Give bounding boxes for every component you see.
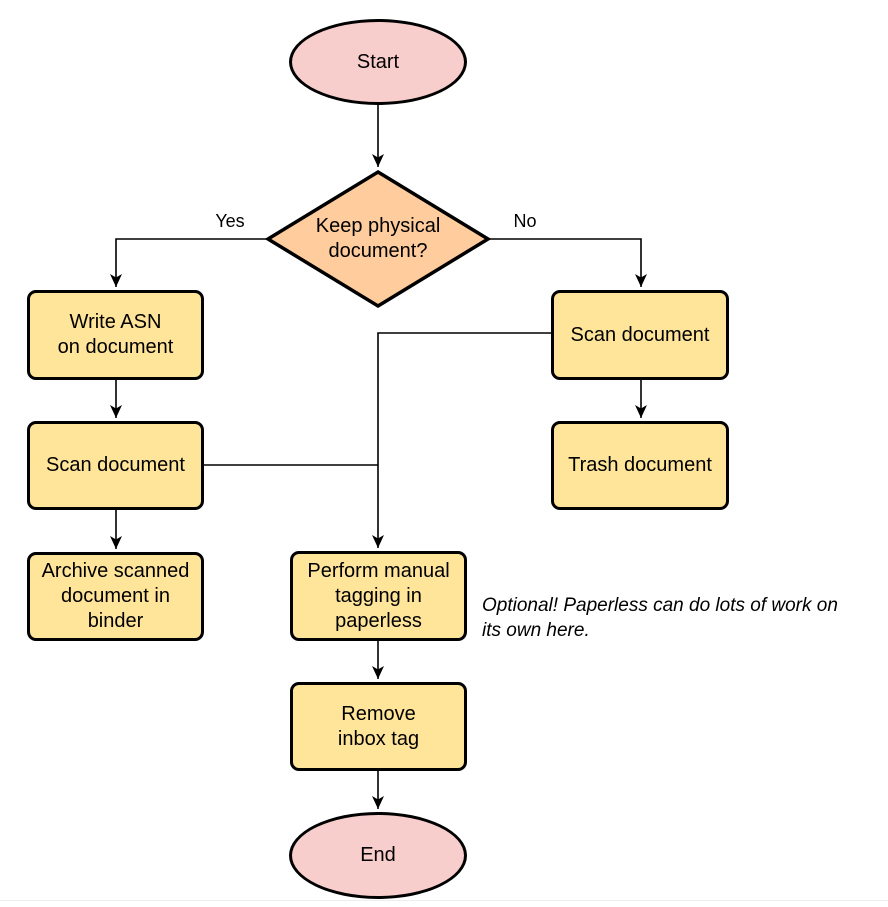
edge-scan-right-to-perform-tagging	[372, 332, 551, 548]
edge-decision-to-scan-right	[490, 238, 647, 287]
node-scan-right: Scan document	[551, 290, 729, 380]
node-start: Start	[289, 19, 467, 105]
node-archive-label: Archive scanned document in binder	[41, 560, 190, 632]
node-start-label: Start	[356, 50, 400, 73]
node-scan-right-label: Scan document	[570, 323, 710, 346]
edge-label-yes: Yes	[203, 211, 257, 231]
node-trash: Trash document	[551, 421, 729, 510]
node-write-asn: Write ASN on document	[27, 290, 204, 380]
node-decision-label: Keep physical document?	[315, 215, 441, 262]
bottom-divider	[0, 900, 888, 901]
edge-decision-to-write-asn	[110, 238, 266, 287]
node-perform-tagging-label: Perform manual tagging in paperless	[307, 559, 450, 632]
node-archive: Archive scanned document in binder	[27, 552, 204, 641]
node-scan-left: Scan document	[27, 421, 204, 510]
node-scan-left-label: Scan document	[46, 454, 185, 476]
node-end: End	[289, 812, 467, 899]
node-write-asn-label: Write ASN on document	[57, 311, 174, 358]
node-decision-shape	[264, 169, 492, 309]
node-trash-label: Trash document	[568, 454, 712, 476]
node-remove-inbox: Remove inbox tag	[290, 682, 467, 771]
node-perform-tagging: Perform manual tagging in paperless	[290, 551, 467, 641]
edge-label-no: No	[498, 211, 552, 231]
node-end-label: End	[360, 844, 396, 866]
node-remove-inbox-label: Remove inbox tag	[337, 702, 420, 750]
annotation-optional: Optional! Paperless can do lots of work …	[482, 595, 838, 641]
